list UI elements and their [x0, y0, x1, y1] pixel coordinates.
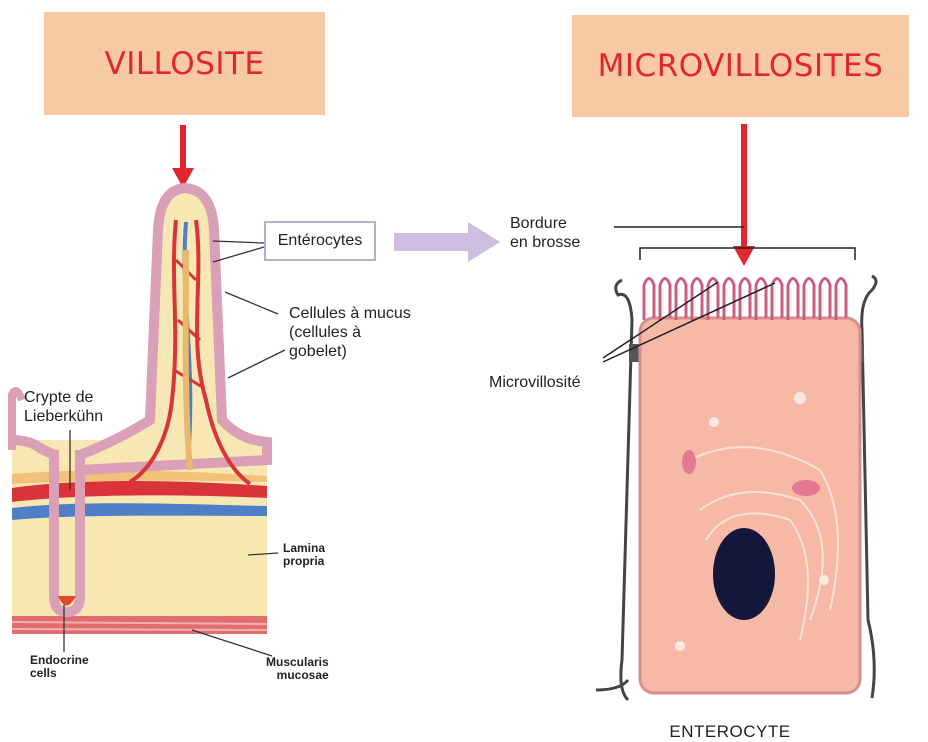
goblet-cells-label-line1: Cellules à mucus [289, 304, 411, 323]
enterocyte-illustration [596, 276, 876, 700]
muscularis-mucosae-label-line2: mucosae [266, 669, 329, 682]
enterocyte-caption: ENTEROCYTE [650, 722, 810, 742]
microvillus-label: Microvillosité [489, 373, 581, 392]
brush-border-label-line2: en brosse [510, 233, 580, 252]
brush-border-label: Bordure en brosse [510, 214, 580, 252]
crypt-label-line1: Crypte de [24, 388, 103, 407]
crypt-label-line2: Lieberkühn [24, 407, 103, 426]
lamina-propria-label-line2: propria [283, 555, 325, 568]
enterocytes-label-box: Entérocytes [264, 221, 376, 261]
crypt-label: Crypte de Lieberkühn [24, 388, 103, 426]
endocrine-cells-label: Endocrine cells [30, 654, 89, 680]
goblet-cells-label-line3: gobelet) [289, 342, 411, 361]
brush-border-label-line1: Bordure [510, 214, 580, 233]
transition-arrow [394, 222, 500, 262]
enterocytes-label: Entérocytes [278, 232, 362, 250]
lamina-propria-label: Lamina propria [283, 542, 325, 568]
muscularis-mucosae-label: Muscularis mucosae [266, 656, 329, 682]
goblet-cells-label-line2: (cellules à [289, 323, 411, 342]
goblet-cells-label: Cellules à mucus (cellules à gobelet) [289, 304, 411, 361]
endocrine-cells-label-line2: cells [30, 667, 89, 680]
villosite-pointer-arrow [172, 125, 194, 188]
microvillosites-pointer-arrow [733, 124, 755, 266]
